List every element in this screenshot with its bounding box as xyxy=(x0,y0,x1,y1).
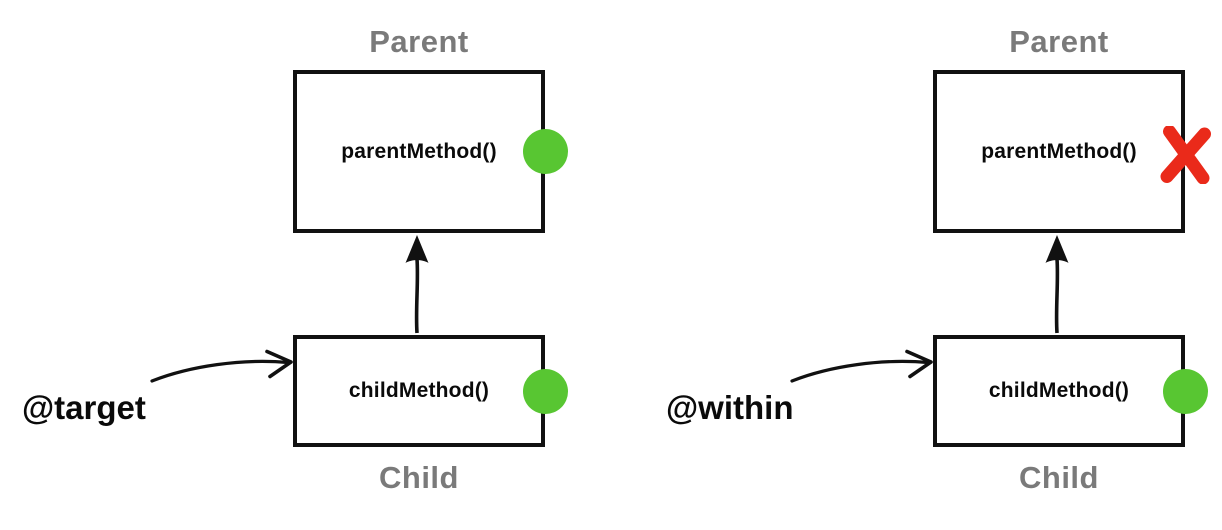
parent-method-label: parentMethod() xyxy=(981,139,1137,163)
child-class-box: childMethod() xyxy=(293,335,545,447)
inheritance-arrow-icon xyxy=(1038,232,1076,336)
inheritance-arrow-icon xyxy=(398,232,436,336)
parent-class-box: parentMethod() xyxy=(933,70,1185,233)
child-class-title: Child xyxy=(1019,460,1099,495)
within-annotation-label: @within xyxy=(666,389,794,426)
green-circle-icon xyxy=(523,129,568,174)
child-method-label: childMethod() xyxy=(988,379,1130,402)
curved-arrow-icon xyxy=(784,349,936,387)
target-annotation-label: @target xyxy=(22,389,146,426)
child-class-title: Child xyxy=(379,460,459,495)
red-x-icon xyxy=(1160,126,1212,184)
child-class-box: childMethod() xyxy=(933,335,1185,447)
green-circle-icon xyxy=(1163,369,1208,414)
parent-class-title: Parent xyxy=(1009,24,1109,59)
parent-class-box: parentMethod() xyxy=(293,70,545,233)
child-method-label: childMethod() xyxy=(348,379,490,402)
curved-arrow-icon xyxy=(144,349,296,387)
parent-class-title: Parent xyxy=(369,24,469,59)
green-circle-icon xyxy=(523,369,568,414)
parent-method-label: parentMethod() xyxy=(341,139,497,163)
